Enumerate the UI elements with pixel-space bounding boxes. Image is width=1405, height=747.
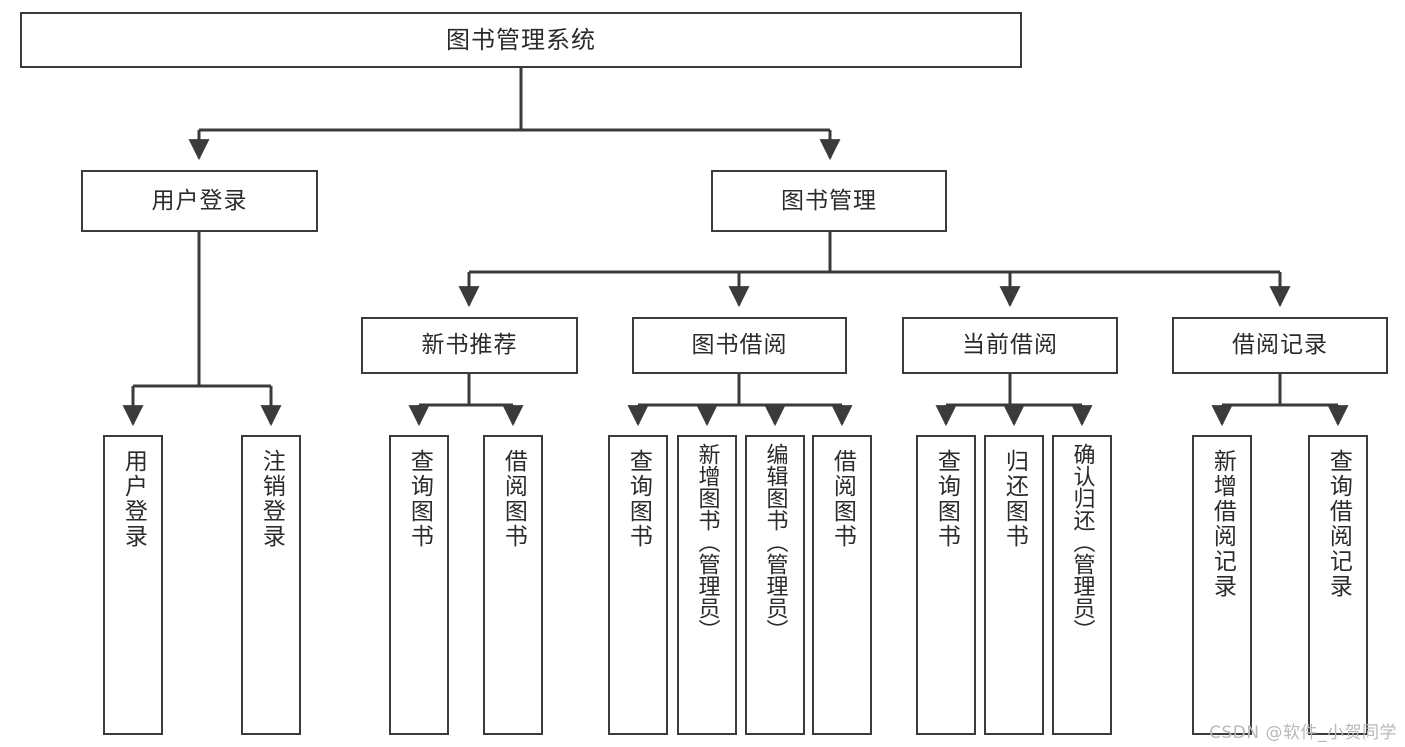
node-root-system[interactable]: 图书管理系统 [20,12,1022,68]
node-label: 图书借阅 [691,332,788,358]
node-label: 归还图书 [1001,449,1028,549]
csdn-watermark: CSDN @软件_小贺同学 [1209,723,1397,743]
leaf-user-login-logout[interactable]: 注销登录 [241,435,301,735]
node-label: 新增借阅记录 [1209,449,1236,599]
node-label: 新书推荐 [421,332,518,358]
node-label: 编辑图书（管理员） [762,443,788,641]
node-label: 注销登录 [258,449,285,549]
node-label: 新增图书（管理员） [694,443,720,641]
node-book-borrow[interactable]: 图书借阅 [632,317,847,374]
node-label: 查询借阅记录 [1325,449,1352,599]
node-label: 确认归还（管理员） [1069,443,1095,641]
node-label: 查询图书 [625,449,652,549]
node-label: 用户登录 [151,187,248,214]
node-user-login[interactable]: 用户登录 [81,170,318,232]
node-label: 借阅图书 [500,449,527,549]
leaf-recommend-borrow-book[interactable]: 借阅图书 [483,435,543,735]
leaf-current-return-book[interactable]: 归还图书 [984,435,1044,735]
leaf-current-confirm-return-admin[interactable]: 确认归还（管理员） [1052,435,1112,735]
leaf-record-add-record[interactable]: 新增借阅记录 [1192,435,1252,735]
leaf-recommend-query-book[interactable]: 查询图书 [389,435,449,735]
node-label: 当前借阅 [962,332,1058,358]
node-label: 用户登录 [120,449,147,549]
leaf-borrow-borrow-book[interactable]: 借阅图书 [812,435,872,735]
node-book-management[interactable]: 图书管理 [711,170,947,232]
leaf-user-login-login[interactable]: 用户登录 [103,435,163,735]
node-label: 借阅图书 [829,449,856,549]
node-borrow-record[interactable]: 借阅记录 [1172,317,1388,374]
leaf-record-query-record[interactable]: 查询借阅记录 [1308,435,1368,735]
node-current-borrow[interactable]: 当前借阅 [902,317,1118,374]
node-label: 查询图书 [406,449,433,549]
leaf-borrow-edit-book-admin[interactable]: 编辑图书（管理员） [745,435,805,735]
node-label: 查询图书 [933,449,960,549]
node-new-book-recommend[interactable]: 新书推荐 [361,317,578,374]
node-label: 借阅记录 [1232,332,1328,358]
leaf-borrow-add-book-admin[interactable]: 新增图书（管理员） [677,435,737,735]
node-label: 图书管理 [781,187,877,214]
leaf-borrow-query-book[interactable]: 查询图书 [608,435,668,735]
node-label: 图书管理系统 [446,26,596,54]
leaf-current-query-book[interactable]: 查询图书 [916,435,976,735]
